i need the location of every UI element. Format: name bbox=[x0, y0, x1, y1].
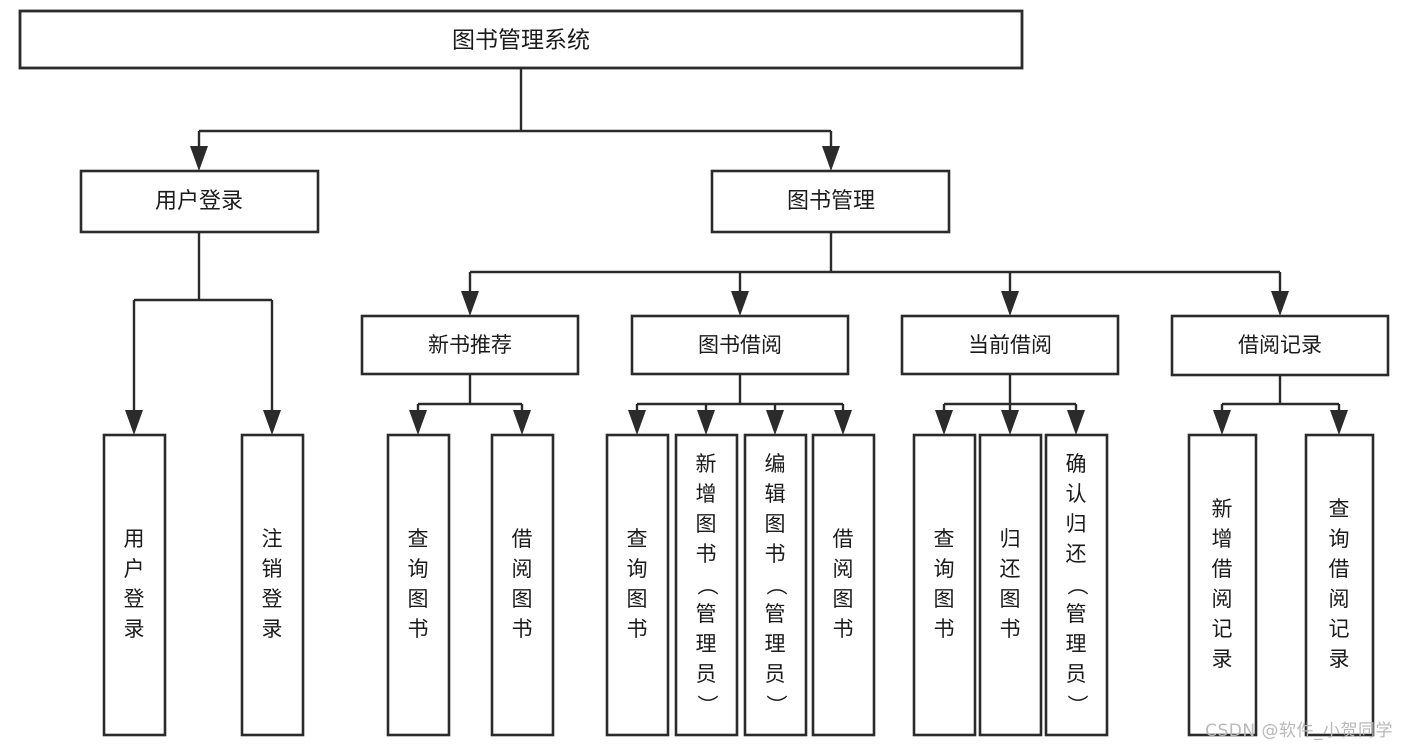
leaf-query-book-cb-label: 查询图书 bbox=[934, 527, 955, 641]
leaf-return-book-box[interactable] bbox=[978, 433, 1043, 737]
arrowhead-to-new-book-recommend bbox=[461, 291, 479, 316]
leaf-node-borrow-book-nbr[interactable]: 借阅图书 bbox=[490, 433, 555, 737]
leaf-node-edit-book-admin[interactable]: 编辑图书管理员 （ ） bbox=[743, 433, 808, 737]
connector-new-book-recommend-to-leaves bbox=[416, 374, 524, 420]
node-user-login[interactable]: 用户登录 bbox=[79, 169, 320, 234]
leaf-node-add-borrow-record[interactable]: 新增借阅记录 bbox=[1187, 433, 1258, 737]
node-current-borrow[interactable]: 当前借阅 bbox=[900, 314, 1120, 376]
arrowhead-br-leaf-1 bbox=[1213, 410, 1231, 435]
leaf-query-book-nbr-box[interactable] bbox=[386, 433, 451, 737]
connector-user-login-to-leaves bbox=[132, 232, 274, 420]
leaf-borrow-book-bb-box[interactable] bbox=[811, 433, 876, 737]
connector-book-borrow-to-leaves bbox=[635, 374, 845, 420]
csdn-watermark: CSDN @软件_小贺同学 bbox=[1205, 721, 1393, 741]
leaf-borrow-book-bb-label: 借阅图书 bbox=[833, 527, 854, 641]
node-new-book-recommend[interactable]: 新书推荐 bbox=[360, 314, 580, 376]
vertical-glyph: （ bbox=[1065, 575, 1089, 596]
leaf-logout-label: 注销登录 bbox=[262, 527, 283, 641]
vertical-glyph: ） bbox=[1065, 695, 1089, 716]
leaf-user-login-label: 用户登录 bbox=[124, 527, 145, 641]
leaf-node-add-book-admin[interactable]: 新增图书管理员 （ ） bbox=[674, 433, 739, 737]
leaf-node-query-book-bb[interactable]: 查询图书 bbox=[605, 433, 670, 737]
borrow-record-node-label: 借阅记录 bbox=[1238, 333, 1322, 357]
arrowhead-to-user-login bbox=[190, 146, 208, 171]
arrowhead-to-leaf-logout bbox=[263, 410, 281, 435]
leaf-borrow-book-nbr-label: 借阅图书 bbox=[512, 527, 533, 641]
leaf-query-book-nbr-label: 查询图书 bbox=[408, 527, 429, 641]
book-management-node-box[interactable] bbox=[710, 169, 951, 234]
leaf-confirm-return-admin-label: 确认归还管理员 bbox=[1066, 452, 1087, 686]
leaf-edit-book-admin-box[interactable] bbox=[743, 433, 808, 737]
user-login-node-box[interactable] bbox=[79, 169, 320, 234]
vertical-glyph: （ bbox=[695, 575, 719, 596]
leaf-edit-book-admin-label: 编辑图书管理员 bbox=[765, 452, 786, 686]
connector-borrow-record-to-leaves bbox=[1220, 375, 1341, 420]
root-node-box[interactable] bbox=[18, 9, 1024, 70]
arrowhead-to-leaf-user-login bbox=[125, 410, 143, 435]
leaf-node-query-borrow-record[interactable]: 查询借阅记录 bbox=[1304, 433, 1375, 737]
arrowhead-nbr-leaf-2 bbox=[513, 410, 531, 435]
leaf-query-book-bb-box[interactable] bbox=[605, 433, 670, 737]
new-book-recommend-node-box[interactable] bbox=[360, 314, 580, 376]
vertical-glyph: ） bbox=[764, 695, 788, 716]
arrowhead-br-leaf-2 bbox=[1330, 410, 1348, 435]
arrowhead-cb-leaf-3 bbox=[1067, 410, 1085, 435]
leaf-node-borrow-book-bb[interactable]: 借阅图书 bbox=[811, 433, 876, 737]
borrow-record-node-box[interactable] bbox=[1170, 314, 1390, 377]
leaf-add-book-admin-box[interactable] bbox=[674, 433, 739, 737]
arrowhead-to-borrow-record bbox=[1271, 291, 1289, 316]
vertical-glyph: （ bbox=[764, 575, 788, 596]
arrowhead-cb-leaf-1 bbox=[935, 410, 953, 435]
leaf-query-borrow-record-box[interactable] bbox=[1304, 433, 1375, 737]
leaf-return-book-label: 归还图书 bbox=[1000, 527, 1021, 641]
leaf-query-book-cb-box[interactable] bbox=[912, 433, 977, 737]
book-borrow-node-label: 图书借阅 bbox=[698, 333, 782, 357]
root-node-label: 图书管理系统 bbox=[452, 28, 590, 54]
leaf-query-borrow-record-label: 查询借阅记录 bbox=[1329, 497, 1350, 671]
leaf-borrow-book-nbr-box[interactable] bbox=[490, 433, 555, 737]
leaf-node-return-book[interactable]: 归还图书 bbox=[978, 433, 1043, 737]
leaf-node-query-book-cb[interactable]: 查询图书 bbox=[912, 433, 977, 737]
leaf-add-borrow-record-label: 新增借阅记录 bbox=[1212, 497, 1233, 671]
arrowhead-nbr-leaf-1 bbox=[409, 410, 427, 435]
arrowhead-to-book-management bbox=[822, 146, 840, 171]
leaf-confirm-return-admin-box[interactable] bbox=[1044, 433, 1109, 737]
connector-root-to-level2 bbox=[197, 68, 833, 155]
connector-layer bbox=[125, 68, 1348, 435]
leaf-node-logout[interactable]: 注销登录 bbox=[240, 433, 305, 737]
vertical-glyph: ） bbox=[695, 695, 719, 716]
arrowhead-bb-leaf-1 bbox=[628, 410, 646, 435]
arrowhead-bb-leaf-3 bbox=[766, 410, 784, 435]
arrowhead-to-book-borrow bbox=[731, 291, 749, 316]
book-borrow-node-box[interactable] bbox=[630, 314, 850, 376]
new-book-recommend-node-label: 新书推荐 bbox=[428, 333, 512, 357]
arrowhead-cb-leaf-2 bbox=[1001, 410, 1019, 435]
leaf-add-borrow-record-box[interactable] bbox=[1187, 433, 1258, 737]
current-borrow-node-label: 当前借阅 bbox=[968, 333, 1052, 357]
leaf-add-book-admin-label: 新增图书管理员 bbox=[696, 452, 717, 686]
leaf-user-login-box[interactable] bbox=[102, 433, 167, 737]
leaf-query-book-bb-label: 查询图书 bbox=[627, 527, 648, 641]
book-management-node-label: 图书管理 bbox=[787, 189, 875, 214]
node-book-borrow[interactable]: 图书借阅 bbox=[630, 314, 850, 376]
leaf-node-confirm-return-admin[interactable]: 确认归还管理员 （ ） bbox=[1044, 433, 1109, 737]
leaf-node-user-login[interactable]: 用户登录 bbox=[102, 433, 167, 737]
arrowhead-to-current-borrow bbox=[1001, 291, 1019, 316]
user-login-node-label: 用户登录 bbox=[155, 189, 243, 214]
leaf-node-query-book-nbr[interactable]: 查询图书 bbox=[386, 433, 451, 737]
arrowhead-bb-leaf-2 bbox=[697, 410, 715, 435]
current-borrow-node-box[interactable] bbox=[900, 314, 1120, 376]
node-book-management[interactable]: 图书管理 bbox=[710, 169, 951, 234]
arrowhead-bb-leaf-4 bbox=[834, 410, 852, 435]
node-root-book-management-system[interactable]: 图书管理系统 bbox=[18, 9, 1024, 70]
node-borrow-record[interactable]: 借阅记录 bbox=[1170, 314, 1390, 377]
leaf-logout-box[interactable] bbox=[240, 433, 305, 737]
connector-book-management-to-level3 bbox=[468, 232, 1282, 300]
